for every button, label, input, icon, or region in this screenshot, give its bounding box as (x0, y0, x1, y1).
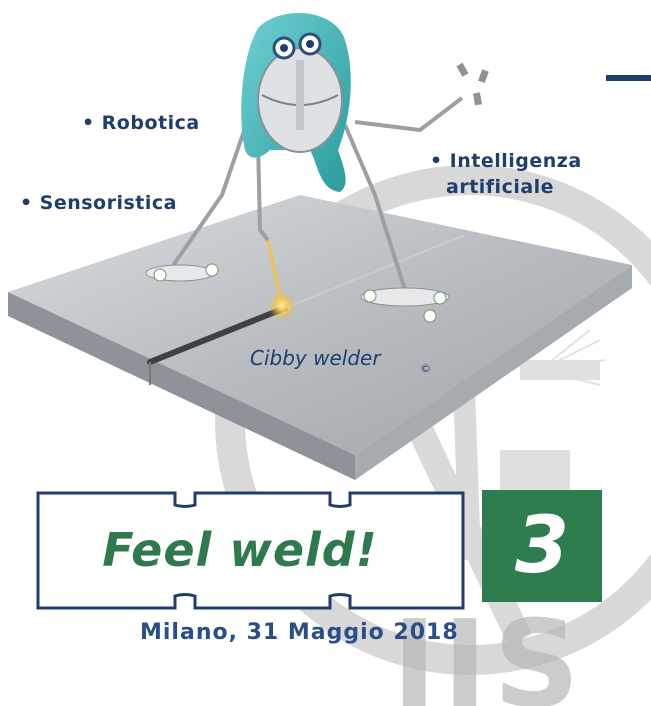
bullet-sensoristica: • Sensoristica (20, 190, 177, 216)
event-title-frame (36, 491, 465, 610)
bullet-label: Robotica (101, 112, 200, 134)
robot-caption: Cibby welder (250, 346, 381, 370)
edition-number: 3 (514, 501, 570, 591)
bullet-robotica: • Robotica (82, 110, 200, 136)
event-date: Milano, 31 Maggio 2018 (140, 620, 459, 645)
weld-spark (266, 239, 296, 320)
robot-legs (168, 96, 464, 291)
edition-box (482, 490, 602, 602)
robot-body (241, 12, 351, 192)
event-title: Feel weld! (102, 523, 378, 577)
bullet-label-line1: Intelligenza (449, 150, 582, 172)
copyright-mark: © (420, 362, 431, 375)
corner-accent-bar (606, 75, 651, 81)
bullet-marker: • (20, 192, 33, 214)
iis-watermark-letters: IIS (392, 596, 586, 706)
bullet-intelligenza-artificiale: • Intelligenza artificiale (430, 148, 630, 200)
bullet-label: Sensoristica (39, 192, 177, 214)
bullet-label-line2: artificiale (446, 176, 555, 198)
robot-gripper (456, 62, 489, 106)
steel-plate (8, 195, 632, 480)
robot-feet (145, 263, 450, 323)
bullet-marker: • (82, 112, 95, 134)
bullet-marker: • (430, 150, 443, 172)
